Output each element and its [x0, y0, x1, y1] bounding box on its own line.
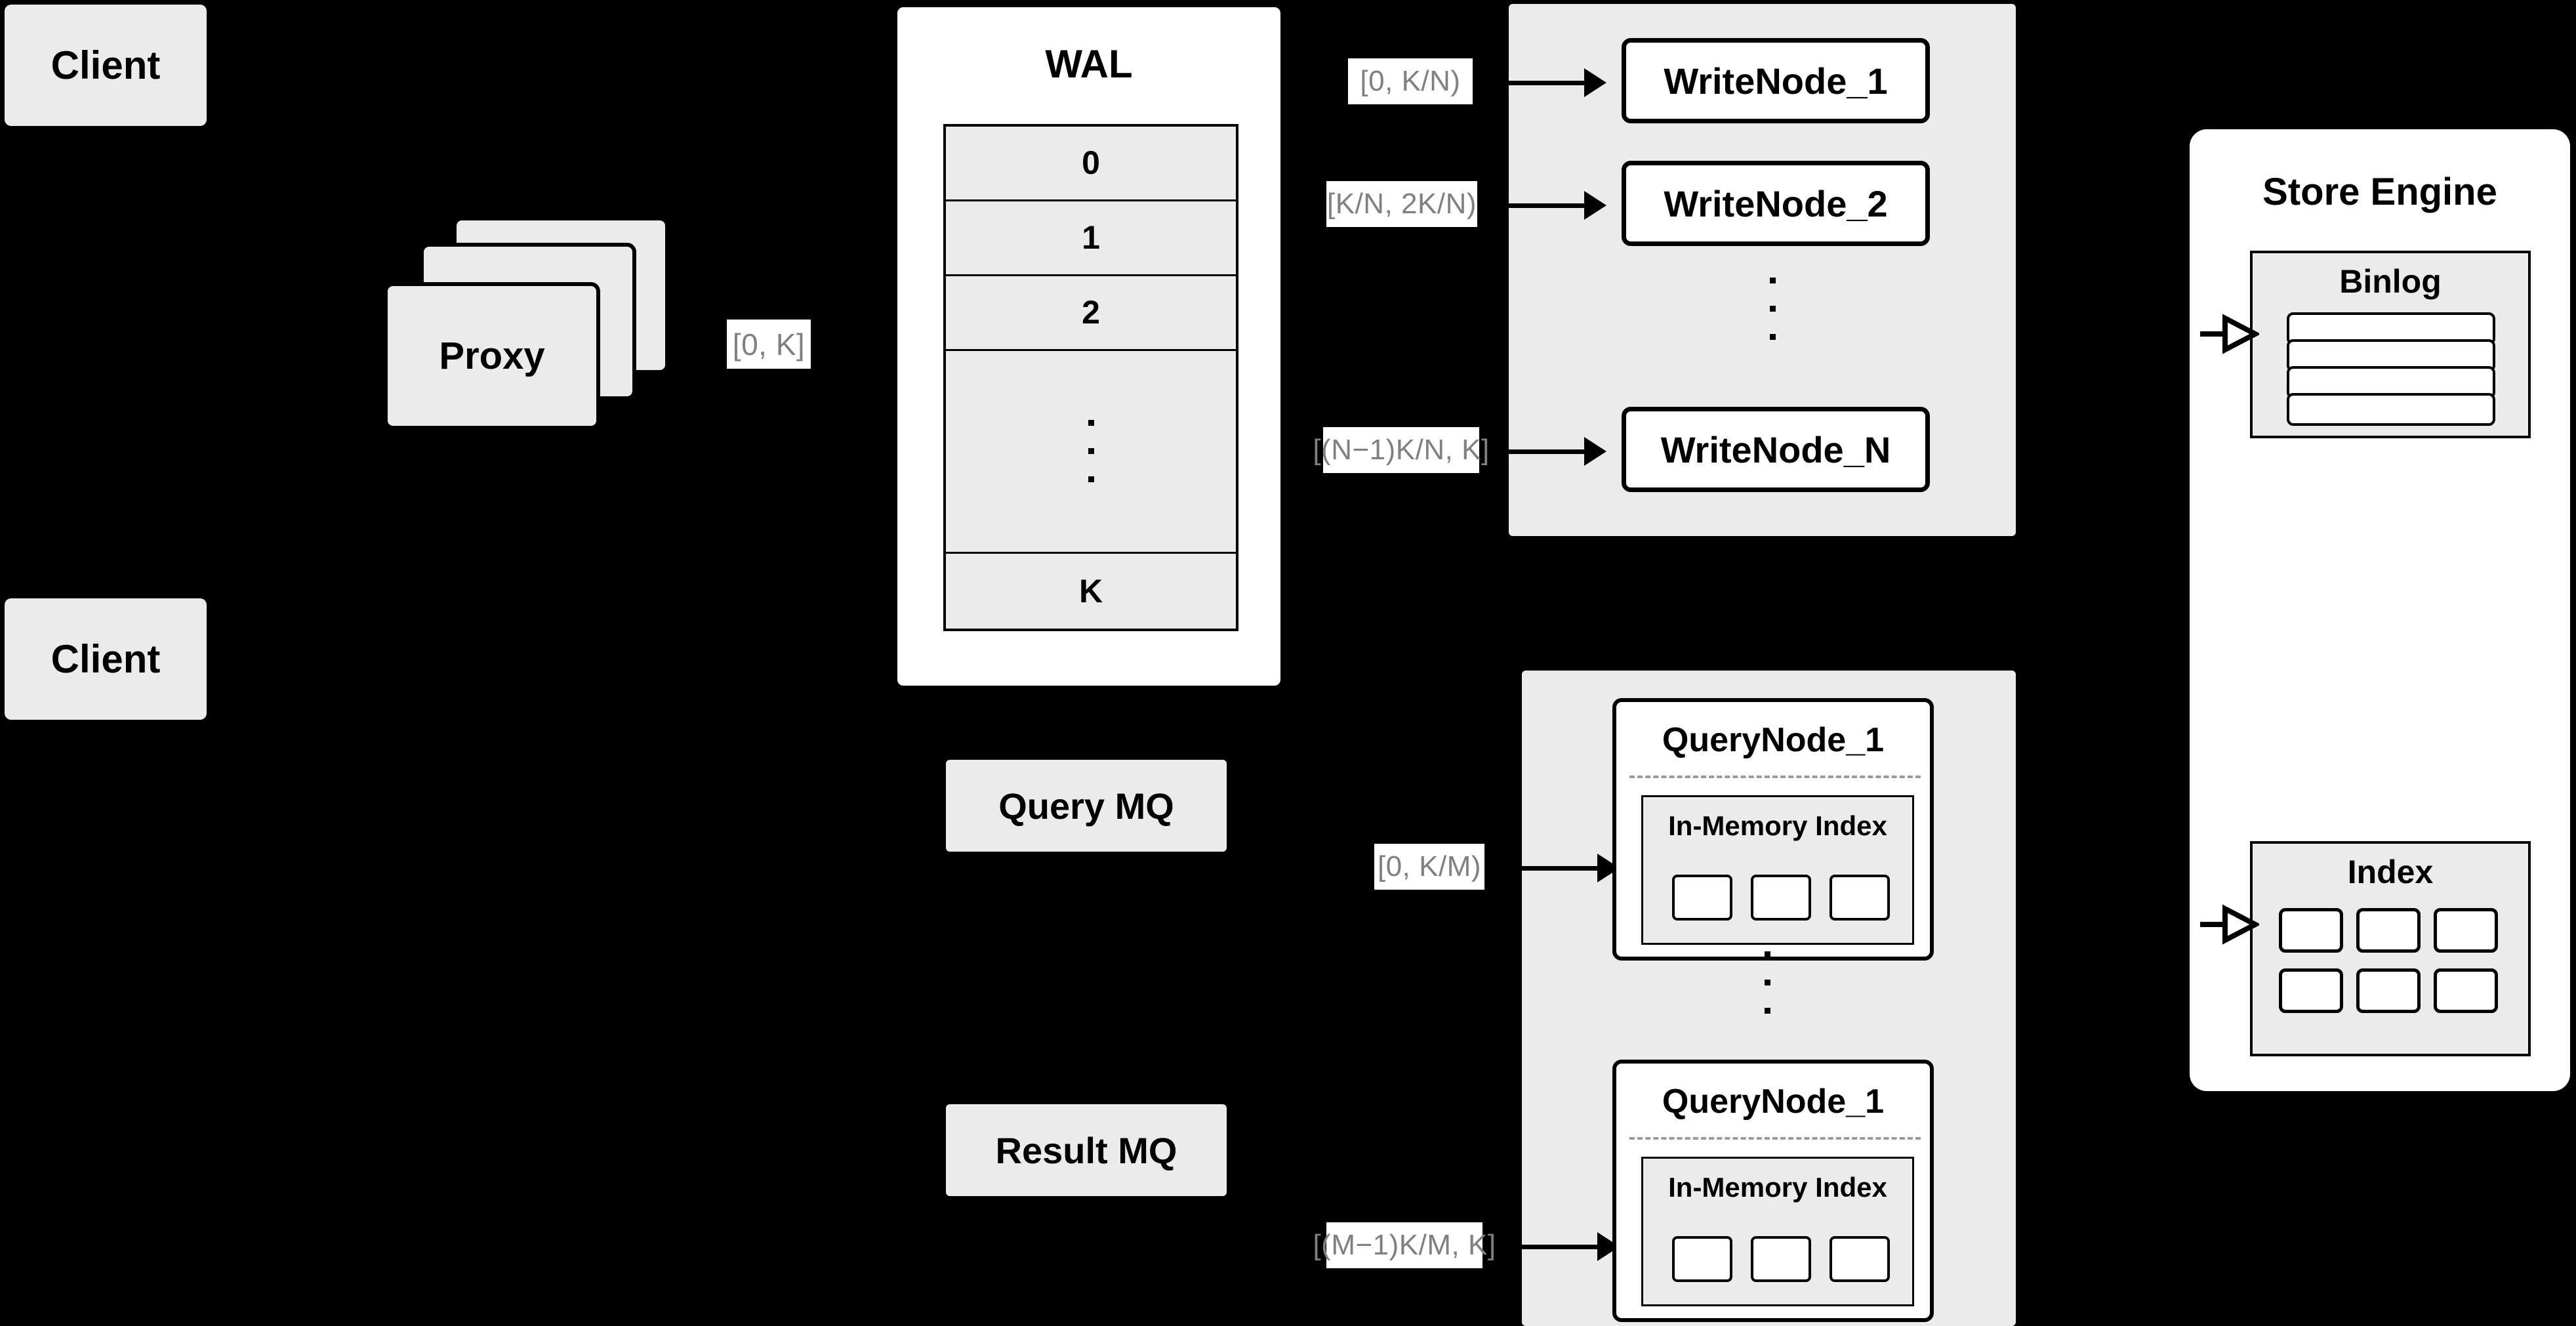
arrow-line-to-writenode-1 — [1509, 81, 1584, 85]
index-box: Index — [2250, 841, 2531, 1056]
index-cell[interactable] — [2434, 968, 2498, 1013]
querynode-1-separator — [1629, 776, 1921, 778]
arrow-line-to-querynode-1 — [1522, 866, 1597, 871]
wal-row-0[interactable]: 0 — [946, 127, 1236, 201]
ellipsis-dot — [1770, 306, 1776, 312]
binlog-title: Binlog — [2339, 263, 2442, 300]
query-mq-box[interactable]: Query MQ — [946, 760, 1227, 852]
querynode-2[interactable]: QueryNode_1 In-Memory Index — [1612, 1060, 1934, 1322]
wal-panel: WAL 0 1 2 K — [894, 4, 1284, 689]
ellipsis-dot — [1765, 1008, 1770, 1014]
arrow-open-to-index — [2200, 904, 2259, 945]
ellipsis-dot — [1770, 334, 1776, 340]
client-box-1[interactable]: Client — [5, 5, 207, 126]
writenode-group-ellipsis — [1770, 278, 1776, 340]
arrow-open-to-binlog — [2200, 314, 2259, 354]
querynode-group-ellipsis — [1765, 951, 1770, 1014]
wal-row-k[interactable]: K — [1078, 573, 1103, 610]
wal-row-ellipsis — [946, 351, 1236, 554]
query-mq-label: Query MQ — [998, 785, 1174, 827]
writenode-2[interactable]: WriteNode_2 — [1622, 161, 1930, 246]
querynode-2-index-title: In-Memory Index — [1668, 1172, 1887, 1203]
querynode-1-title: QueryNode_1 — [1662, 721, 1885, 759]
wal-row-1[interactable]: 1 — [946, 201, 1236, 276]
result-mq-label: Result MQ — [995, 1129, 1177, 1171]
index-cell[interactable] — [2356, 908, 2421, 953]
edge-label-writenode-1: [0, K/N) — [1348, 58, 1473, 104]
index-cell[interactable] — [1751, 875, 1811, 921]
index-cell[interactable] — [1672, 1236, 1732, 1282]
querynode-1-index-title: In-Memory Index — [1668, 810, 1887, 841]
ellipsis-dot — [1765, 980, 1770, 985]
index-cell[interactable] — [1751, 1236, 1811, 1282]
writenode-n[interactable]: WriteNode_N — [1622, 407, 1930, 492]
index-cell[interactable] — [2279, 908, 2343, 953]
querynode-1[interactable]: QueryNode_1 In-Memory Index — [1612, 698, 1934, 961]
ellipsis-dot — [1765, 951, 1770, 957]
proxy-box[interactable]: Proxy — [384, 282, 600, 430]
client-box-2[interactable]: Client — [5, 598, 207, 720]
store-engine-panel: Store Engine Binlog Index — [2190, 129, 2570, 1091]
index-cell[interactable] — [1830, 875, 1890, 921]
edge-label-writenode-n: [(N−1)K/N, K] — [1313, 427, 1489, 473]
client-label-2: Client — [51, 637, 161, 681]
arrow-head-to-writenode-n — [1584, 437, 1606, 466]
edge-label-writenode-2: [K/N, 2K/N) — [1326, 181, 1477, 227]
index-title: Index — [2347, 854, 2434, 890]
client-label-1: Client — [51, 43, 161, 87]
ellipsis-dot — [1088, 476, 1094, 483]
writenode-n-label: WriteNode_N — [1660, 428, 1891, 470]
querynode-2-title: QueryNode_1 — [1662, 1083, 1885, 1121]
edge-label-querynode-m: [(M−1)K/M, K] — [1313, 1222, 1496, 1268]
result-mq-box[interactable]: Result MQ — [946, 1104, 1227, 1196]
writenode-1-label: WriteNode_1 — [1664, 60, 1888, 102]
binlog-box: Binlog — [2250, 251, 2531, 438]
writenode-1[interactable]: WriteNode_1 — [1622, 38, 1930, 123]
edge-label-querynode-1: [0, K/M) — [1374, 844, 1484, 890]
index-cell[interactable] — [2356, 968, 2421, 1013]
proxy-label: Proxy — [439, 335, 545, 377]
wal-table: 0 1 2 K — [943, 124, 1238, 631]
wal-row-2[interactable]: 2 — [946, 276, 1236, 351]
arrow-line-to-writenode-2 — [1509, 203, 1584, 208]
arrow-head-to-writenode-2 — [1584, 191, 1606, 220]
arrow-head-to-writenode-1 — [1584, 68, 1606, 97]
writenode-2-label: WriteNode_2 — [1664, 182, 1888, 224]
index-cell[interactable] — [2279, 968, 2343, 1013]
ellipsis-dot — [1088, 420, 1094, 426]
ellipsis-dot — [1770, 278, 1776, 283]
index-cell[interactable] — [2434, 908, 2498, 953]
querynode-2-separator — [1629, 1137, 1921, 1140]
edge-label-proxy-to-wal: [0, K] — [727, 320, 811, 369]
arrow-line-to-writenode-n — [1509, 449, 1584, 454]
index-cell[interactable] — [1830, 1236, 1890, 1282]
querynode-2-inmemory-index: In-Memory Index — [1641, 1157, 1914, 1306]
store-engine-title: Store Engine — [2262, 171, 2497, 213]
binlog-bar[interactable] — [2287, 393, 2495, 426]
querynode-1-inmemory-index: In-Memory Index — [1641, 795, 1914, 945]
ellipsis-dot — [1088, 448, 1094, 455]
index-cell[interactable] — [1672, 875, 1732, 921]
wal-title: WAL — [1045, 42, 1133, 86]
arrow-line-to-querynode-m — [1522, 1245, 1597, 1249]
